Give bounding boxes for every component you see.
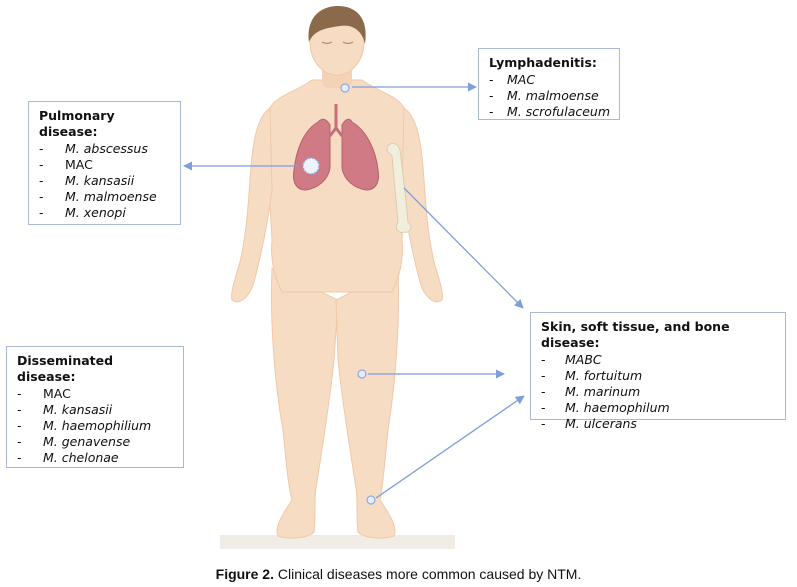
list-item: - M. haemophilium — [17, 418, 175, 434]
list-item: -M. malmoense — [489, 88, 611, 104]
list-dash: - — [541, 384, 546, 399]
list-item: - MABC — [541, 352, 777, 368]
organism-name: M. abscessus — [65, 141, 148, 156]
organism-name: M. malmoense — [65, 189, 157, 204]
list-item: - M. ulcerans — [541, 416, 777, 432]
list-dash: - — [489, 104, 494, 119]
organism-name: MAC — [507, 72, 536, 87]
list-dash: - — [39, 141, 44, 156]
left-arm — [231, 107, 273, 303]
pulmonary-disease-box: Pulmonary disease: - M. abscessus - MAC - M… — [28, 101, 181, 225]
organism-name: M. malmoense — [507, 88, 599, 103]
list-item: - MAC — [17, 386, 175, 402]
list-item: - M. kansasii — [39, 173, 172, 189]
figure-caption-text: Clinical diseases more common caused by … — [274, 566, 582, 582]
organism-name: M. fortuitum — [565, 368, 643, 383]
list-dash: - — [39, 157, 44, 172]
right-lung — [341, 118, 379, 191]
organism-name: MAC — [43, 386, 71, 401]
lymphadenitis-box: Lymphadenitis: -MAC -M. malmoense -M. sc… — [478, 48, 620, 120]
list-dash: - — [39, 205, 44, 220]
lung-lesion-marker — [302, 157, 320, 175]
list-dash: - — [17, 386, 22, 401]
organism-name: M. genavense — [43, 434, 131, 449]
list-item: - M. genavense — [17, 434, 175, 450]
lymphadenitis-title: Lymphadenitis: — [489, 55, 597, 70]
organism-name: M. ulcerans — [565, 416, 637, 431]
list-dash: - — [17, 418, 22, 433]
organism-name: M. kansasii — [43, 402, 113, 417]
floor-shadow — [220, 535, 455, 549]
disseminated-disease-box: Disseminated disease: - MAC - M. kansasii … — [6, 346, 184, 468]
list-dash: - — [17, 434, 22, 449]
figure-caption-label: Figure 2. — [215, 566, 274, 582]
list-item: - M. chelonae — [17, 450, 175, 466]
right-leg — [335, 267, 400, 539]
list-item: - M. malmoense — [39, 189, 172, 205]
skin-list: - MABC - M. fortuitum - M. marinum - M. haem… — [541, 352, 777, 432]
human-figure — [231, 6, 443, 539]
figure-caption: Figure 2. Clinical diseases more common … — [0, 566, 797, 582]
list-dash: - — [541, 368, 546, 383]
thigh-lesion-marker — [357, 369, 367, 379]
ankle-lesion-marker — [366, 495, 376, 505]
organism-name: M. kansasii — [65, 173, 135, 188]
trachea — [328, 104, 344, 137]
list-dash: - — [541, 416, 546, 431]
list-dash: - — [39, 189, 44, 204]
organism-name: MABC — [565, 352, 602, 367]
list-dash: - — [541, 400, 546, 415]
organism-name: M. xenopi — [65, 205, 126, 220]
list-dash: - — [17, 402, 22, 417]
right-arm — [401, 107, 443, 303]
list-item: - MAC — [39, 157, 172, 173]
left-lung — [293, 118, 331, 191]
list-item: - M. xenopi — [39, 205, 172, 221]
lymph-node-marker — [340, 83, 350, 93]
list-item: - M. fortuitum — [541, 368, 777, 384]
organism-name: M. haemophilium — [43, 418, 152, 433]
list-dash: - — [489, 88, 494, 103]
list-dash: - — [541, 352, 546, 367]
arrow-bone-to-skin — [403, 187, 524, 309]
hair — [308, 6, 366, 44]
disseminated-title: Disseminated disease: — [17, 353, 114, 384]
pulmonary-list: - M. abscessus - MAC - M. kansasii - M. malm… — [39, 141, 172, 221]
list-dash: - — [17, 450, 22, 465]
closed-eyes — [321, 41, 354, 45]
list-item: - M. marinum — [541, 384, 777, 400]
list-item: - M. abscessus — [39, 141, 172, 157]
left-leg — [270, 267, 339, 539]
disseminated-list: - MAC - M. kansasii - M. haemophilium - M. g… — [17, 386, 175, 466]
organism-name: M. scrofulaceum — [507, 104, 611, 119]
organism-name: MAC — [65, 157, 93, 172]
list-item: - M. haemophilum — [541, 400, 777, 416]
skin-title: Skin, soft tissue, and bone disease: — [541, 319, 730, 350]
list-item: -M. scrofulaceum — [489, 104, 611, 120]
humerus-bone — [386, 143, 412, 233]
lymphadenitis-list: -MAC -M. malmoense -M. scrofulaceum — [489, 72, 611, 120]
organism-name: M. marinum — [565, 384, 641, 399]
list-item: - M. kansasii — [17, 402, 175, 418]
skin-soft-tissue-bone-box: Skin, soft tissue, and bone disease: - MA… — [530, 312, 786, 431]
list-dash: - — [489, 72, 494, 87]
organism-name: M. chelonae — [43, 450, 119, 465]
organism-name: M. haemophilum — [565, 400, 670, 415]
list-item: -MAC — [489, 72, 611, 88]
pulmonary-title: Pulmonary disease: — [39, 108, 115, 139]
list-dash: - — [39, 173, 44, 188]
arrow-ankle-to-skin — [375, 395, 525, 499]
